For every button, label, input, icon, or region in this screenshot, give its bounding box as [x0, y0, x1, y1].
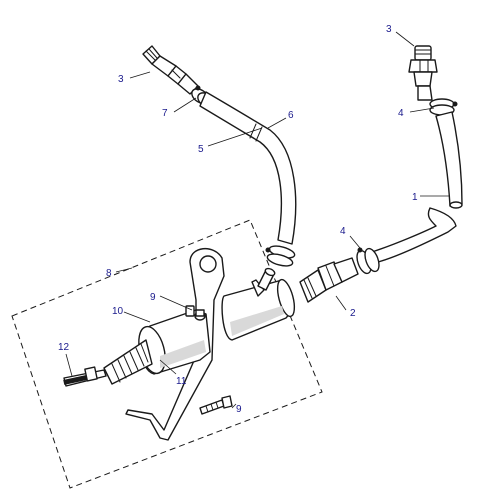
callout-11: 11 [176, 376, 187, 387]
callout-12: 12 [58, 342, 70, 353]
callout-3-left: 3 [118, 74, 124, 85]
callout-10: 10 [112, 306, 124, 317]
callouts: 3 7 5 6 3 4 1 4 2 8 9 10 12 11 9 [58, 24, 418, 415]
callout-9-bottom: 9 [236, 404, 242, 415]
hose-right-upper [435, 111, 463, 207]
push-rod [63, 366, 107, 387]
mounting-bracket [125, 248, 225, 441]
mounting-bolt-upper [194, 309, 206, 321]
callout-9-top: 9 [150, 292, 156, 303]
hose-clip-lower [265, 245, 296, 267]
right-hose-assembly [299, 45, 463, 303]
callout-4-centre: 4 [340, 226, 346, 237]
callout-7: 7 [162, 108, 168, 119]
callout-8: 8 [106, 268, 112, 279]
callout-6: 6 [288, 110, 294, 121]
hose-right-lower [371, 207, 457, 263]
mounting-bolt-lower [199, 395, 233, 415]
fluid-inlet-stub [251, 279, 265, 297]
bracket-hole [199, 255, 217, 273]
hose-left [199, 91, 297, 245]
hose-clip-right [429, 98, 458, 116]
master-cylinder-assembly [63, 248, 296, 441]
callout-1: 1 [412, 192, 418, 203]
assembly-boundary [11, 219, 323, 489]
callout-5: 5 [198, 144, 204, 155]
union-fitting-left [142, 45, 199, 95]
callout-2: 2 [350, 308, 356, 319]
leader-lines [65, 31, 450, 409]
left-hose-assembly [142, 45, 297, 267]
dust-boot [103, 339, 153, 385]
callout-3-right: 3 [386, 24, 392, 35]
callout-4-right: 4 [398, 108, 404, 119]
union-fitting-right [408, 45, 438, 101]
adaptor [299, 257, 359, 303]
hose-clip-centre [356, 247, 380, 275]
